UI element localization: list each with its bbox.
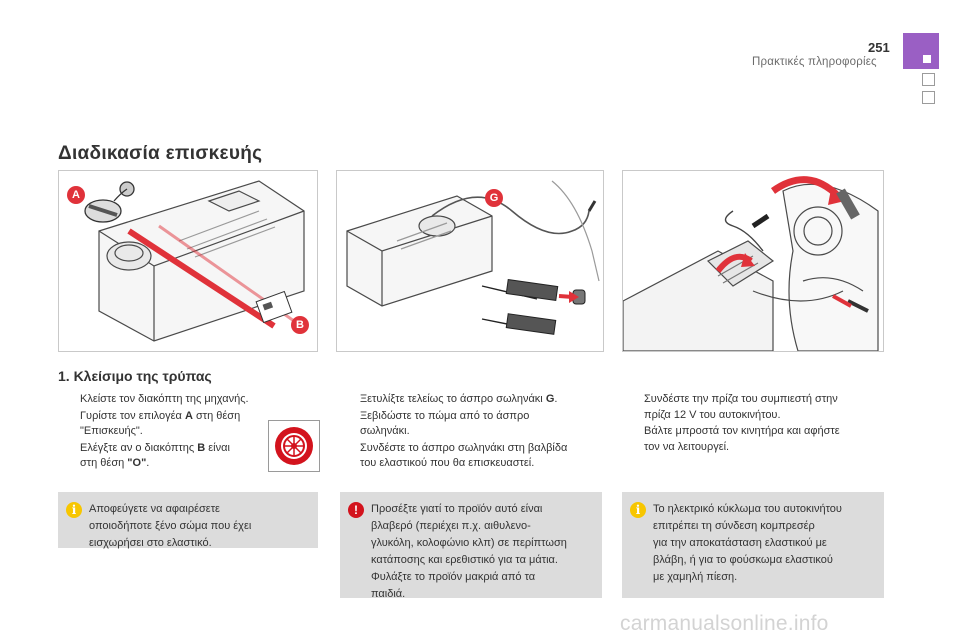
info-icon: i (66, 502, 82, 518)
warning-icon: ! (348, 502, 364, 518)
info-icon: i (630, 502, 646, 518)
steps-column-1: Κλείστε τον διακόπτη της μηχανής. Γυρίστ… (58, 392, 268, 473)
illustration-plug (622, 170, 884, 352)
chapter-tab-box[interactable] (922, 91, 935, 104)
warning-note: ! Προσέξτε γιατί το προϊόν αυτό είναι βλ… (340, 492, 602, 600)
callout-g: G (485, 189, 503, 207)
tab-marker (923, 55, 931, 63)
illustration-compressor-selector: A B (58, 170, 318, 352)
compressor-drawing (84, 180, 305, 342)
chapter-tab[interactable] (903, 33, 939, 69)
page-number: 251 (868, 40, 890, 55)
info-note-2: i Το ηλεκτρικό κύκλωμα του αυτοκινήτου ε… (622, 492, 884, 598)
plug-drawing (622, 176, 879, 352)
chapter-tab-box[interactable] (922, 73, 935, 86)
step-heading: 1. Κλείσιμο της τρύπας (58, 368, 212, 384)
hose-drawing (346, 180, 600, 335)
callout-a: A (67, 186, 85, 204)
illustration-hose: G (336, 170, 604, 352)
step-item: Ξετυλίξτε τελείως το άσπρο σωληνάκι G. (360, 393, 558, 405)
section-title: Πρακτικές πληροφορίες (752, 56, 877, 68)
step-item: Γυρίστε τον επιλογέα A στη θέση"Επισκευή… (80, 409, 241, 438)
steps-column-2: Ξετυλίξτε τελείως το άσπρο σωληνάκι G. Ξ… (338, 392, 600, 473)
watermark: carmanualsonline.info (620, 612, 829, 635)
tire-icon-drawing (275, 427, 313, 465)
page-title: Διαδικασία επισκευής (58, 143, 263, 164)
callout-b: B (291, 316, 309, 334)
info-note-1: i Αποφεύγετε να αφαιρέσετε οποιοδήποτε ξ… (58, 492, 318, 549)
tire-icon (268, 420, 320, 472)
step-item: Κλείστε τον διακόπτη της μηχανής. (80, 393, 249, 405)
